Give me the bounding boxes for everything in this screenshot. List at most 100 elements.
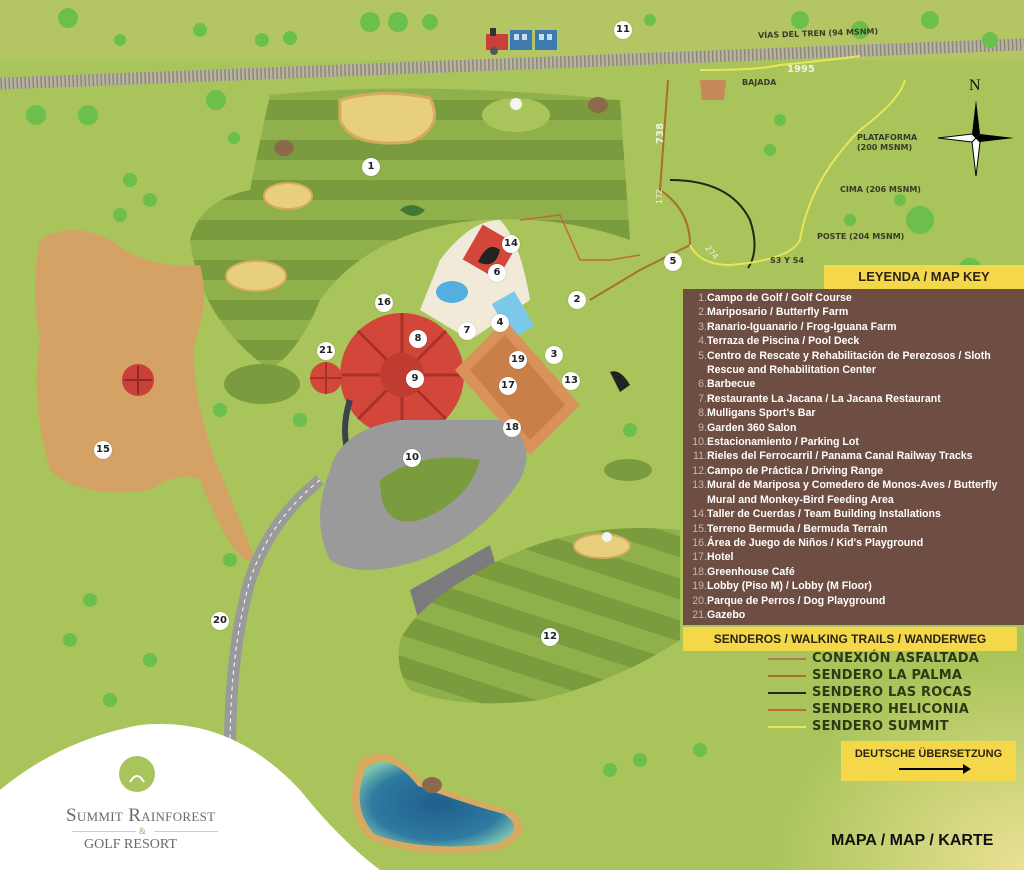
legend-item: 20.Parque de Perros / Dog Playground [688,594,1024,608]
distance-172-label: 172 [655,188,665,205]
trail-legend-item: CONEXIÓN ASFALTADA [768,651,979,666]
legend-item: 5.Centro de Rescate y Rehabilitación de … [688,349,1024,378]
legend-item-number: 18. [692,565,707,578]
legend-item-label: Garden 360 Salon [707,421,797,434]
arrow-right-icon [899,764,971,774]
legend-item-label: Parque de Perros / Dog Playground [707,594,886,607]
location-marker-8[interactable]: 8 [409,330,427,348]
legend-item: 4.Terraza de Piscina / Pool Deck [688,334,1024,348]
location-marker-12[interactable]: 12 [541,628,559,646]
legend-item-number: 6. [698,378,707,391]
location-marker-6[interactable]: 6 [488,264,506,282]
legend-item-number: 21. [692,608,707,621]
german-translation-label: DEUTSCHE ÜBERSETZUNG [854,748,1003,760]
legend-item-label: Mulligans Sport's Bar [707,407,816,420]
legend-item-label: Mural de Mariposa y Comedero de Monos-Av… [707,479,998,506]
location-marker-1[interactable]: 1 [362,158,380,176]
legend-item-label: Gazebo [707,608,746,621]
location-marker-4[interactable]: 4 [491,314,509,332]
railway-tracks [0,37,1024,91]
trail-legend-item: SENDERO HELICONIA [768,702,969,717]
poste-label: POSTE (204 MSNM) [817,232,905,241]
legend-item-number: 19. [692,580,707,593]
legend-item: 14.Taller de Cuerdas / Team Building Ins… [688,507,1024,521]
legend-item-label: Rieles del Ferrocarril / Panama Canal Ra… [707,450,973,463]
legend-item-number: 15. [692,522,707,535]
legend-title: LEYENDA / MAP KEY [824,265,1024,289]
legend-item: 6.Barbecue [688,377,1024,391]
legend-item-label: Restaurante La Jacana / La Jacana Restau… [707,392,941,405]
location-marker-9[interactable]: 9 [406,370,424,388]
legend-item-number: 10. [692,436,707,449]
legend-item-number: 3. [698,320,707,333]
trail-label: SENDERO LAS ROCAS [812,685,973,700]
legend-item-label: Taller de Cuerdas / Team Building Instal… [707,508,941,521]
legend-item-label: Greenhouse Café [707,565,795,578]
legend-item-label: Centro de Rescate y Rehabilitación de Pe… [707,349,991,377]
location-marker-3[interactable]: 3 [545,346,563,364]
legend-item: 15.Terreno Bermuda / Bermuda Terrain [688,522,1024,536]
location-marker-15[interactable]: 15 [94,441,112,459]
trail-line-swatch [768,674,806,677]
logo-rule-right [154,831,218,832]
legend-item-label: Terreno Bermuda / Bermuda Terrain [707,522,888,535]
compass-north-label: N [969,77,981,94]
trail-label: SENDERO LA PALMA [812,668,963,683]
legend-item-label: Mariposario / Butterfly Farm [707,306,849,319]
legend-item-label: Campo de Práctica / Driving Range [707,464,884,477]
location-marker-19[interactable]: 19 [509,351,527,369]
plataforma-label: PLATAFORMA [857,133,918,142]
legend-item: 18.Greenhouse Café [688,565,1024,579]
legend-item-label: Campo de Golf / Golf Course [707,292,852,304]
legend-item: 12.Campo de Práctica / Driving Range [688,464,1024,478]
logo-title: Summit Rainforest [66,805,216,826]
location-marker-7[interactable]: 7 [458,322,476,340]
plataforma-altitude-label: (200 MSNM) [857,143,913,152]
legend-item: 7.Restaurante La Jacana / La Jacana Rest… [688,392,1024,406]
legend-item-number: 14. [692,508,707,521]
location-marker-5[interactable]: 5 [664,253,682,271]
train-icon [486,28,557,55]
legend-item-number: 9. [698,421,707,434]
legend-item-label: Hotel [707,551,734,564]
legend-item: 8.Mulligans Sport's Bar [688,406,1024,420]
legend-item-number: 7. [698,392,707,405]
location-marker-21[interactable]: 21 [317,342,335,360]
trail-line-swatch [768,708,806,711]
trail-label: SENDERO SUMMIT [812,719,949,734]
location-marker-17[interactable]: 17 [499,377,517,395]
legend-item: 19.Lobby (Piso M) / Lobby (M Floor) [688,579,1024,593]
legend-item: 3.Ranario-Iguanario / Frog-Iguana Farm [688,320,1024,334]
trees [26,8,998,777]
german-translation-button[interactable]: DEUTSCHE ÜBERSETZUNG [841,741,1016,781]
location-marker-16[interactable]: 16 [375,294,393,312]
location-marker-20[interactable]: 20 [211,612,229,630]
location-marker-10[interactable]: 10 [403,449,421,467]
legend-item: 1.Campo de Golf / Golf Course [688,291,1024,305]
legend-item: 21.Gazebo [688,608,1024,622]
legend-item-number: 11. [693,450,707,463]
legend-item: 16.Área de Juego de Niños / Kid's Playgr… [688,536,1024,550]
distance-738-label: 738 [654,123,666,144]
trail-legend-item: SENDERO SUMMIT [768,719,949,734]
map-title: MAPA / MAP / KARTE [831,832,994,849]
location-marker-2[interactable]: 2 [568,291,586,309]
trail-label: CONEXIÓN ASFALTADA [812,651,980,666]
legend-item: 2.Mariposario / Butterfly Farm [688,305,1024,319]
legend-item-number: 12. [692,464,707,477]
location-marker-11[interactable]: 11 [614,21,632,39]
trail-line-swatch [768,691,806,694]
location-marker-14[interactable]: 14 [502,235,520,253]
legend-item-number: 16. [692,536,707,549]
location-marker-13[interactable]: 13 [562,372,580,390]
location-marker-18[interactable]: 18 [503,419,521,437]
legend-item-label: Ranario-Iguanario / Frog-Iguana Farm [707,320,897,333]
trail-line-swatch [768,725,806,728]
legend-item-number: 17. [692,551,707,564]
trails-title: SENDEROS / WALKING TRAILS / WANDERWEG [683,627,1017,651]
legend-item-number: 8. [698,407,707,420]
legend-item-number: 5. [698,349,707,362]
legend-item-label: Barbecue [707,378,756,391]
